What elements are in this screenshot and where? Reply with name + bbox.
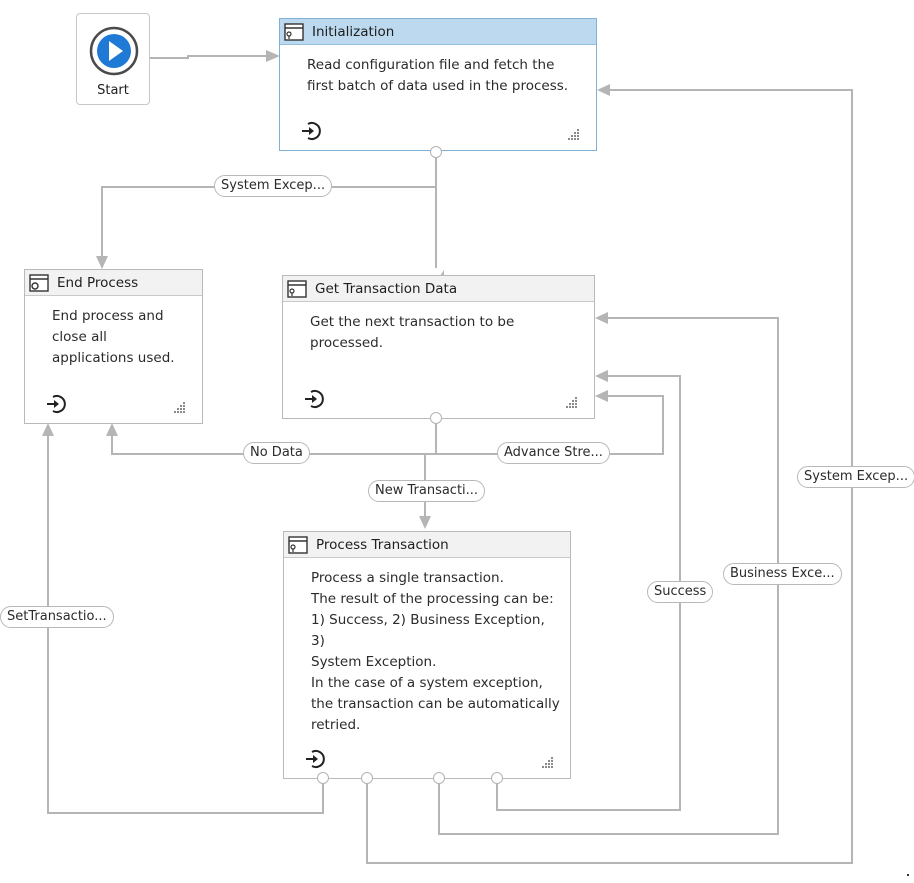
process-system-exception-line (366, 89, 853, 864)
resize-grip-icon[interactable] (566, 396, 578, 408)
arrowhead-initialization (266, 50, 280, 62)
state-initialization[interactable]: Initialization Read configuration file a… (279, 18, 597, 151)
transition-label-new-transaction[interactable]: New Transacti... (368, 480, 486, 502)
arrowhead-end-process-bottom-b (42, 423, 54, 436)
state-icon (287, 279, 307, 298)
connection-point[interactable] (317, 772, 329, 784)
final-state-icon (29, 273, 49, 292)
transition-label-business-exception[interactable]: Business Exce... (723, 563, 842, 585)
state-end-process[interactable]: End Process End process and close all ap… (24, 269, 203, 424)
state-header: Process Transaction (284, 532, 570, 558)
entry-icon (306, 750, 325, 768)
entry-icon (305, 390, 324, 408)
resize-grip-icon[interactable] (568, 128, 580, 140)
state-icon (288, 535, 308, 554)
transition-label-no-data[interactable]: No Data (243, 442, 310, 464)
success-line (496, 375, 681, 811)
connection-point[interactable] (491, 772, 503, 784)
start-label: Start (97, 83, 129, 98)
canvas-corner-dot (907, 874, 909, 876)
state-title: Get Transaction Data (315, 280, 458, 297)
resize-grip-icon[interactable] (174, 401, 186, 413)
transition-label-advance-stream[interactable]: Advance Stre... (497, 442, 610, 464)
entry-icon (302, 122, 321, 140)
init-system-exception-line (101, 152, 437, 258)
connection-point[interactable] (430, 412, 442, 424)
connection-point[interactable] (430, 146, 442, 158)
state-get-transaction-data[interactable]: Get Transaction Data Get the next transa… (282, 275, 595, 419)
arrowhead-initialization-right (597, 84, 610, 96)
state-description: End process and close all applications u… (52, 308, 175, 366)
connection-point[interactable] (433, 772, 445, 784)
connection-point[interactable] (361, 772, 373, 784)
state-title: Process Transaction (316, 536, 449, 553)
arrowhead-end-process-left (96, 256, 108, 269)
arrowhead-get-transaction-right-a (595, 312, 608, 324)
state-header: Get Transaction Data (283, 276, 594, 302)
start-node[interactable]: Start (76, 13, 150, 105)
state-icon (284, 22, 304, 41)
state-description: Get the next transaction to be processed… (310, 314, 515, 351)
transition-label-success[interactable]: Success (647, 581, 714, 603)
transition-label-set-transaction-status[interactable]: SetTransactio... (0, 606, 114, 628)
arrowhead-get-transaction-right-c (595, 390, 608, 402)
play-icon (89, 26, 139, 76)
entry-icon (47, 395, 66, 413)
state-process-transaction[interactable]: Process Transaction Process a single tra… (283, 531, 571, 779)
arrowhead-process-transaction-top (419, 516, 431, 529)
state-title: Initialization (312, 23, 395, 40)
state-description: Process a single transaction. The result… (311, 570, 560, 733)
start-to-initialization-line (150, 55, 268, 59)
arrowhead-end-process-bottom-a (106, 423, 118, 436)
state-header: End Process (25, 270, 202, 296)
state-header: Initialization (280, 19, 596, 45)
arrowhead-get-transaction-right-b (595, 370, 608, 382)
state-title: End Process (57, 274, 139, 291)
business-exception-line (438, 317, 779, 835)
transition-label-system-exception-process[interactable]: System Excep... (797, 466, 914, 488)
transition-label-system-exception-init[interactable]: System Excep... (214, 175, 333, 197)
state-description: Read configuration file and fetch the fi… (307, 57, 569, 94)
resize-grip-icon[interactable] (542, 756, 554, 768)
